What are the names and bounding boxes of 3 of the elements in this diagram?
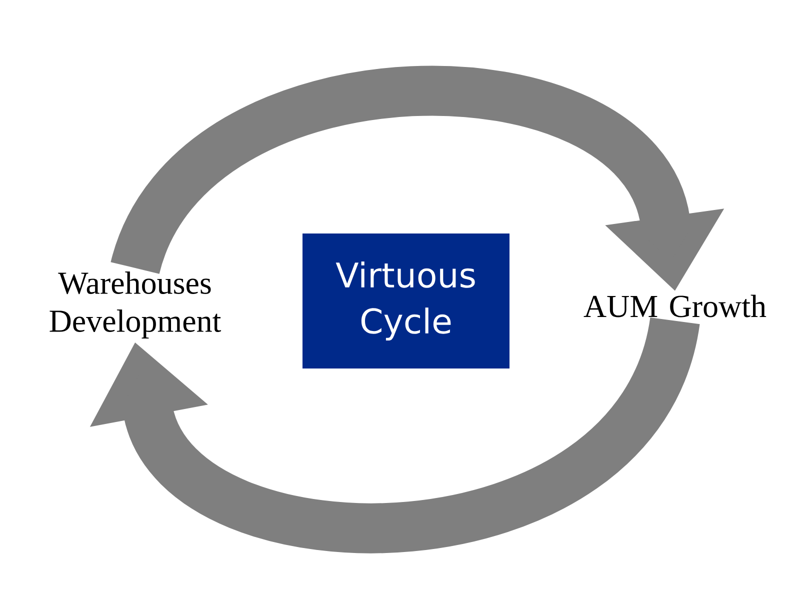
side-label: Warehouses Development [50, 272, 222, 338]
side-label: AUM Growth [584, 294, 766, 318]
virtuous-cycle-box: Virtuous Cycle [302, 234, 510, 368]
